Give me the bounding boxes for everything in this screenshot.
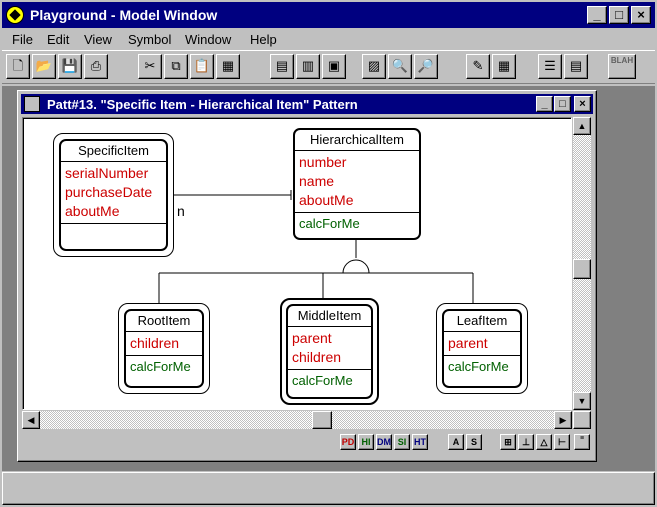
menu-window[interactable]: Window <box>185 32 232 47</box>
class-name: RootItem <box>126 311 202 332</box>
view-toolbar: PD HI DM SI HT A S ⊞ ⊥ △ ⊢ ≡ <box>22 430 592 456</box>
class-name: HierarchicalItem <box>295 130 419 151</box>
copy-icon[interactable]: ⧉ <box>164 54 188 79</box>
scroll-left-arrow-icon[interactable]: ◀ <box>22 411 40 429</box>
view-hi-button[interactable]: HI <box>358 434 374 450</box>
attribute: parent <box>292 330 332 346</box>
zoom-in-icon[interactable]: 🔍 <box>388 54 412 79</box>
blah-label: BLAH <box>610 56 634 65</box>
detail-view-icon[interactable]: ▤ <box>564 54 588 79</box>
view-si-button[interactable]: SI <box>394 434 410 450</box>
list-icon[interactable]: ≡ <box>574 434 590 450</box>
cut-icon[interactable]: ✂ <box>138 54 162 79</box>
attribute: purchaseDate <box>65 184 153 200</box>
services-toggle-button[interactable]: S <box>466 434 482 450</box>
minimize-button[interactable]: _ <box>587 6 607 24</box>
operation: calcForMe <box>130 359 191 374</box>
attribute: name <box>299 173 335 189</box>
pattern-window-title: Patt#13. "Specific Item - Hierarchical I… <box>47 97 358 112</box>
object-symbol-icon[interactable]: ▣ <box>322 54 346 79</box>
app-title-bar: Playground - Model Window _ □ × <box>2 2 655 28</box>
grid-view-icon[interactable]: ▦ <box>492 54 516 79</box>
operation: calcForMe <box>292 373 353 388</box>
class-specific-item[interactable]: SpecificItem serialNumber purchaseDate a… <box>53 133 174 257</box>
connection-icon[interactable]: ⊢ <box>554 434 570 450</box>
notes-icon[interactable]: ✎ <box>466 54 490 79</box>
paste-picture-icon[interactable]: ▦ <box>216 54 240 79</box>
class-template-icon[interactable]: ▥ <box>296 54 320 79</box>
pattern-window-title-bar: Patt#13. "Specific Item - Hierarchical I… <box>21 94 593 114</box>
horizontal-scroll-thumb[interactable] <box>312 411 332 429</box>
menu-bar: File Edit View Symbol Window Help <box>2 29 655 49</box>
scroll-down-arrow-icon[interactable]: ▼ <box>573 392 591 410</box>
list-view-icon[interactable]: ☰ <box>538 54 562 79</box>
blah-button[interactable]: BLAH <box>608 54 636 79</box>
close-button[interactable]: × <box>631 6 651 24</box>
horizontal-scrollbar[interactable]: ◀ ▶ <box>22 411 572 429</box>
class-name: LeafItem <box>444 311 520 332</box>
class-leaf-item[interactable]: LeafItem parent calcForMe <box>436 303 528 394</box>
maximize-button[interactable]: □ <box>609 6 629 24</box>
menu-help[interactable]: Help <box>250 32 277 47</box>
child-close-button[interactable]: × <box>574 96 591 112</box>
view-pd-button[interactable]: PD <box>340 434 356 450</box>
layout-tree-icon[interactable]: ⊞ <box>500 434 516 450</box>
operation: calcForMe <box>448 359 509 374</box>
attributes-toggle-button[interactable]: A <box>448 434 464 450</box>
attribute: number <box>299 154 347 170</box>
document-icon[interactable] <box>24 96 40 112</box>
scroll-corner <box>573 411 591 429</box>
vertical-scroll-thumb[interactable] <box>573 259 591 279</box>
attribute: children <box>130 335 180 351</box>
menu-edit[interactable]: Edit <box>47 32 70 47</box>
class-name: MiddleItem <box>288 306 371 327</box>
generalization-icon[interactable]: ⊥ <box>518 434 534 450</box>
toolbar: 🗋 📂 💾 ⎙ ✂ ⧉ 📋 ▦ ▤ ▥ ▣ ▨ 🔍 🔎 ✎ ▦ ☰ ▤ BLAH <box>2 50 655 84</box>
view-ht-button[interactable]: HT <box>412 434 428 450</box>
attribute: aboutMe <box>299 192 354 208</box>
open-folder-icon[interactable]: 📂 <box>32 54 56 79</box>
whole-part-icon[interactable]: △ <box>536 434 552 450</box>
status-bar <box>2 472 655 505</box>
paste-icon[interactable]: 📋 <box>190 54 214 79</box>
view-dm-button[interactable]: DM <box>376 434 392 450</box>
scroll-right-arrow-icon[interactable]: ▶ <box>554 411 572 429</box>
operation: calcForMe <box>299 216 360 231</box>
print-icon[interactable]: ⎙ <box>84 54 108 79</box>
chart-icon[interactable]: ▨ <box>362 54 386 79</box>
child-minimize-button[interactable]: _ <box>536 96 553 112</box>
connector-lines <box>158 190 474 316</box>
child-maximize-button[interactable]: □ <box>554 96 571 112</box>
multiplicity-label: n <box>177 203 185 219</box>
menu-view[interactable]: View <box>84 32 112 47</box>
zoom-out-icon[interactable]: 🔎 <box>414 54 438 79</box>
class-root-item[interactable]: RootItem children calcForMe <box>118 303 210 394</box>
new-file-icon[interactable]: 🗋 <box>6 54 30 79</box>
attribute: parent <box>448 335 488 351</box>
class-symbol-icon[interactable]: ▤ <box>270 54 294 79</box>
diagram-canvas[interactable]: n SpecificItem serialNumber purchaseDate… <box>22 117 572 410</box>
app-icon[interactable] <box>6 6 24 24</box>
vertical-scrollbar[interactable]: ▲ ▼ <box>573 117 591 410</box>
save-icon[interactable]: 💾 <box>58 54 82 79</box>
attribute: serialNumber <box>65 165 149 181</box>
app-title: Playground - Model Window <box>30 7 218 23</box>
menu-symbol[interactable]: Symbol <box>128 32 172 47</box>
class-middle-item[interactable]: MiddleItem parent children calcForMe <box>280 298 379 405</box>
class-name: SpecificItem <box>61 141 166 162</box>
attribute: children <box>292 349 342 365</box>
scroll-up-arrow-icon[interactable]: ▲ <box>573 117 591 135</box>
attribute: aboutMe <box>65 203 120 219</box>
menu-file[interactable]: File <box>12 32 33 47</box>
class-hierarchical-item[interactable]: HierarchicalItem number name aboutMe cal… <box>293 128 421 240</box>
